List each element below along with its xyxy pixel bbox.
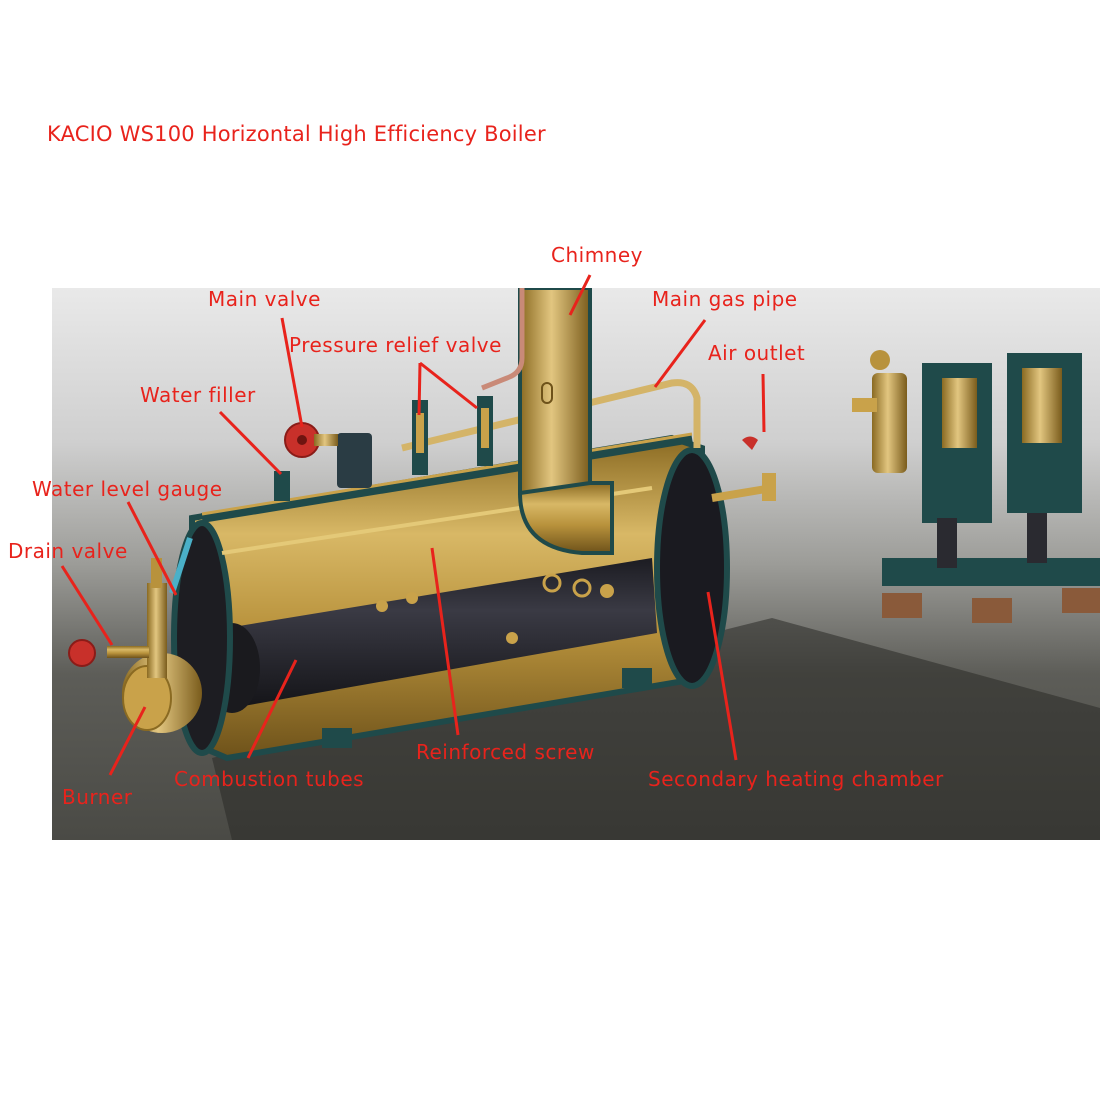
label-water-filler: Water filler: [140, 383, 256, 407]
diagram-title: KACIO WS100 Horizontal High Efficiency B…: [47, 122, 546, 146]
label-burner: Burner: [62, 785, 133, 809]
label-secondary-heating-chamber: Secondary heating chamber: [648, 767, 944, 791]
label-combustion-tubes: Combustion tubes: [174, 767, 365, 791]
label-water-level-gauge: Water level gauge: [32, 477, 223, 501]
air-outlet: [711, 436, 776, 502]
chimney: [481, 288, 614, 555]
label-reinforced-screw: Reinforced screw: [416, 740, 595, 764]
shadow: [212, 618, 1100, 840]
label-main-gas-pipe: Main gas pipe: [652, 287, 798, 311]
label-main-valve: Main valve: [208, 287, 321, 311]
label-chimney: Chimney: [551, 243, 643, 267]
label-drain-valve: Drain valve: [8, 539, 128, 563]
label-pressure-relief-valve: Pressure relief valve: [289, 333, 502, 357]
steam-engine: [852, 350, 1100, 623]
top-manifold: [201, 379, 701, 523]
label-air-outlet: Air outlet: [708, 341, 806, 365]
